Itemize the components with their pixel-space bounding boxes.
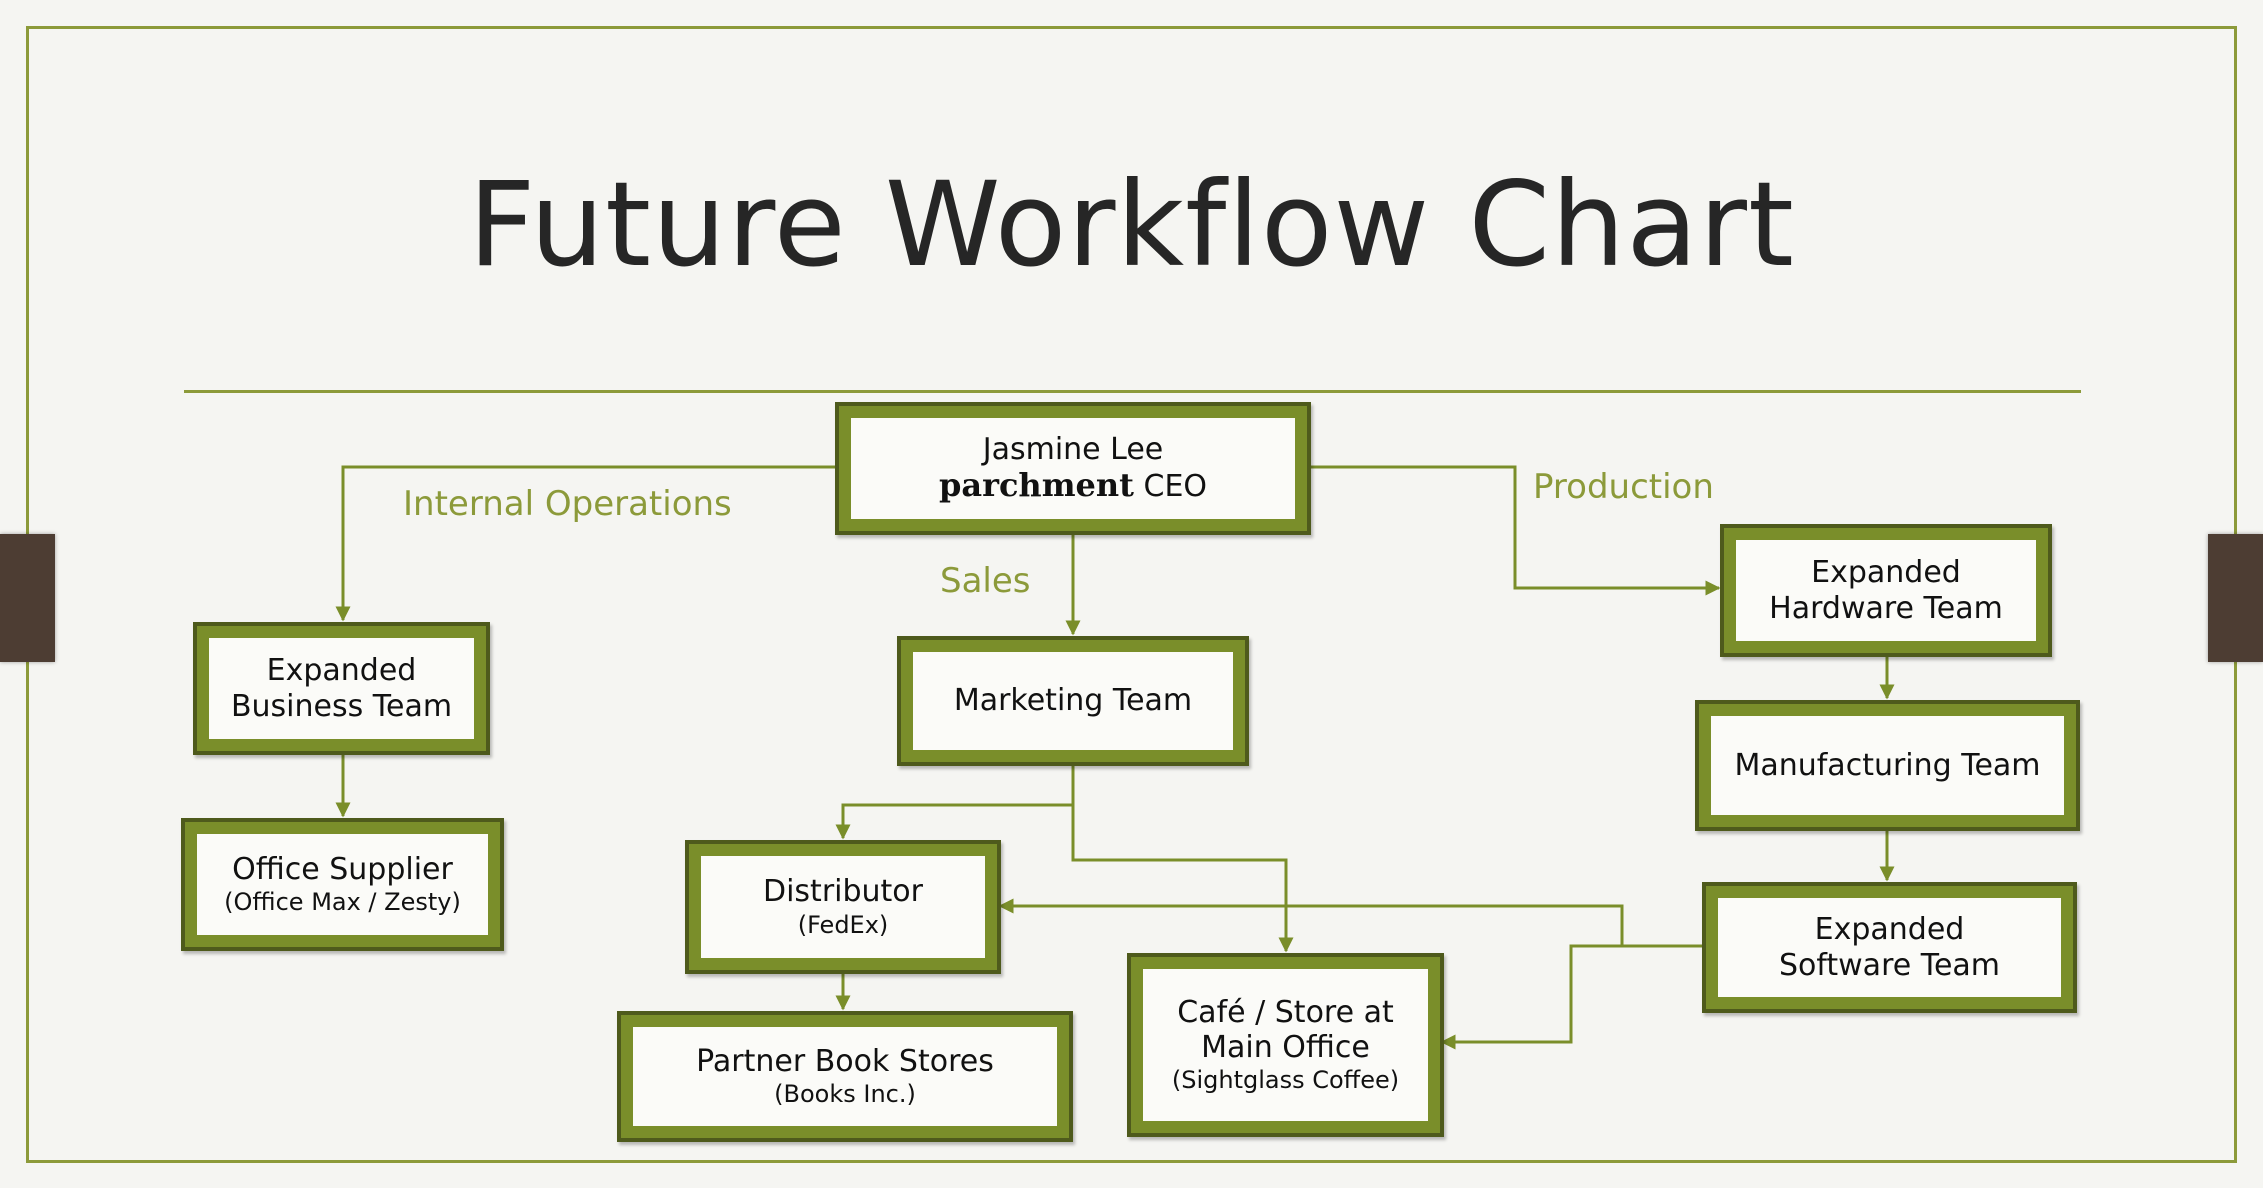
book-stores-box: Partner Book Stores (Books Inc.): [617, 1011, 1073, 1142]
marketing-team-label: Marketing Team: [953, 683, 1193, 719]
software-team-box: Expanded Software Team: [1702, 882, 2077, 1013]
connector-software-cafe: [1440, 944, 1622, 1050]
business-team-line1: Expanded: [266, 653, 417, 689]
cafe-line1: Café / Store at: [1177, 994, 1394, 1030]
connector-marketing-cafe: [1071, 805, 1294, 953]
distributor-sub: (FedEx): [797, 910, 889, 939]
ceo-box: Jasmine Lee parchment CEO: [835, 402, 1311, 535]
ceo-role: CEO: [1143, 469, 1208, 505]
left-binder-tab: [0, 534, 55, 662]
office-supplier-sub: (Office Max / Zesty): [224, 888, 461, 917]
hardware-team-box: Expanded Hardware Team: [1720, 524, 2052, 657]
connector-ceo-hardware: [1310, 465, 1721, 596]
company-brand: parchment: [938, 466, 1134, 505]
page-title: Future Workflow Chart: [468, 156, 1795, 293]
cafe-sub: (Sightglass Coffee): [1171, 1066, 1400, 1095]
sales-label: Sales: [940, 561, 1031, 601]
connector-ceo-business: [335, 465, 835, 622]
book-stores-line1: Partner Book Stores: [696, 1043, 994, 1079]
hardware-team-line1: Expanded: [1811, 555, 1961, 591]
internal-operations-label: Internal Operations: [403, 484, 732, 524]
cafe-line2: Main Office: [1201, 1030, 1370, 1065]
title-divider: [184, 390, 2081, 393]
production-label: Production: [1533, 467, 1714, 507]
manufacturing-team-label: Manufacturing Team: [1734, 747, 2041, 783]
connector-marketing-distributor: [835, 766, 1075, 840]
business-team-box: Expanded Business Team: [193, 622, 490, 755]
hardware-team-line2: Hardware Team: [1769, 590, 2003, 626]
distributor-line1: Distributor: [762, 874, 923, 910]
right-binder-tab: [2208, 534, 2263, 662]
cafe-box: Café / Store at Main Office (Sightglass …: [1127, 953, 1444, 1137]
office-supplier-box: Office Supplier (Office Max / Zesty): [181, 818, 504, 951]
business-team-line2: Business Team: [230, 688, 453, 724]
software-team-line1: Expanded: [1814, 912, 1965, 948]
marketing-team-box: Marketing Team: [897, 636, 1249, 766]
distributor-box: Distributor (FedEx): [685, 840, 1001, 974]
office-supplier-line1: Office Supplier: [232, 851, 453, 887]
ceo-title-line: parchment CEO: [938, 466, 1208, 505]
book-stores-sub: (Books Inc.): [774, 1080, 916, 1109]
software-team-line2: Software Team: [1778, 947, 2001, 983]
manufacturing-team-box: Manufacturing Team: [1695, 700, 2080, 831]
connector-software-distributor: [998, 898, 1702, 948]
ceo-name: Jasmine Lee: [982, 431, 1164, 467]
